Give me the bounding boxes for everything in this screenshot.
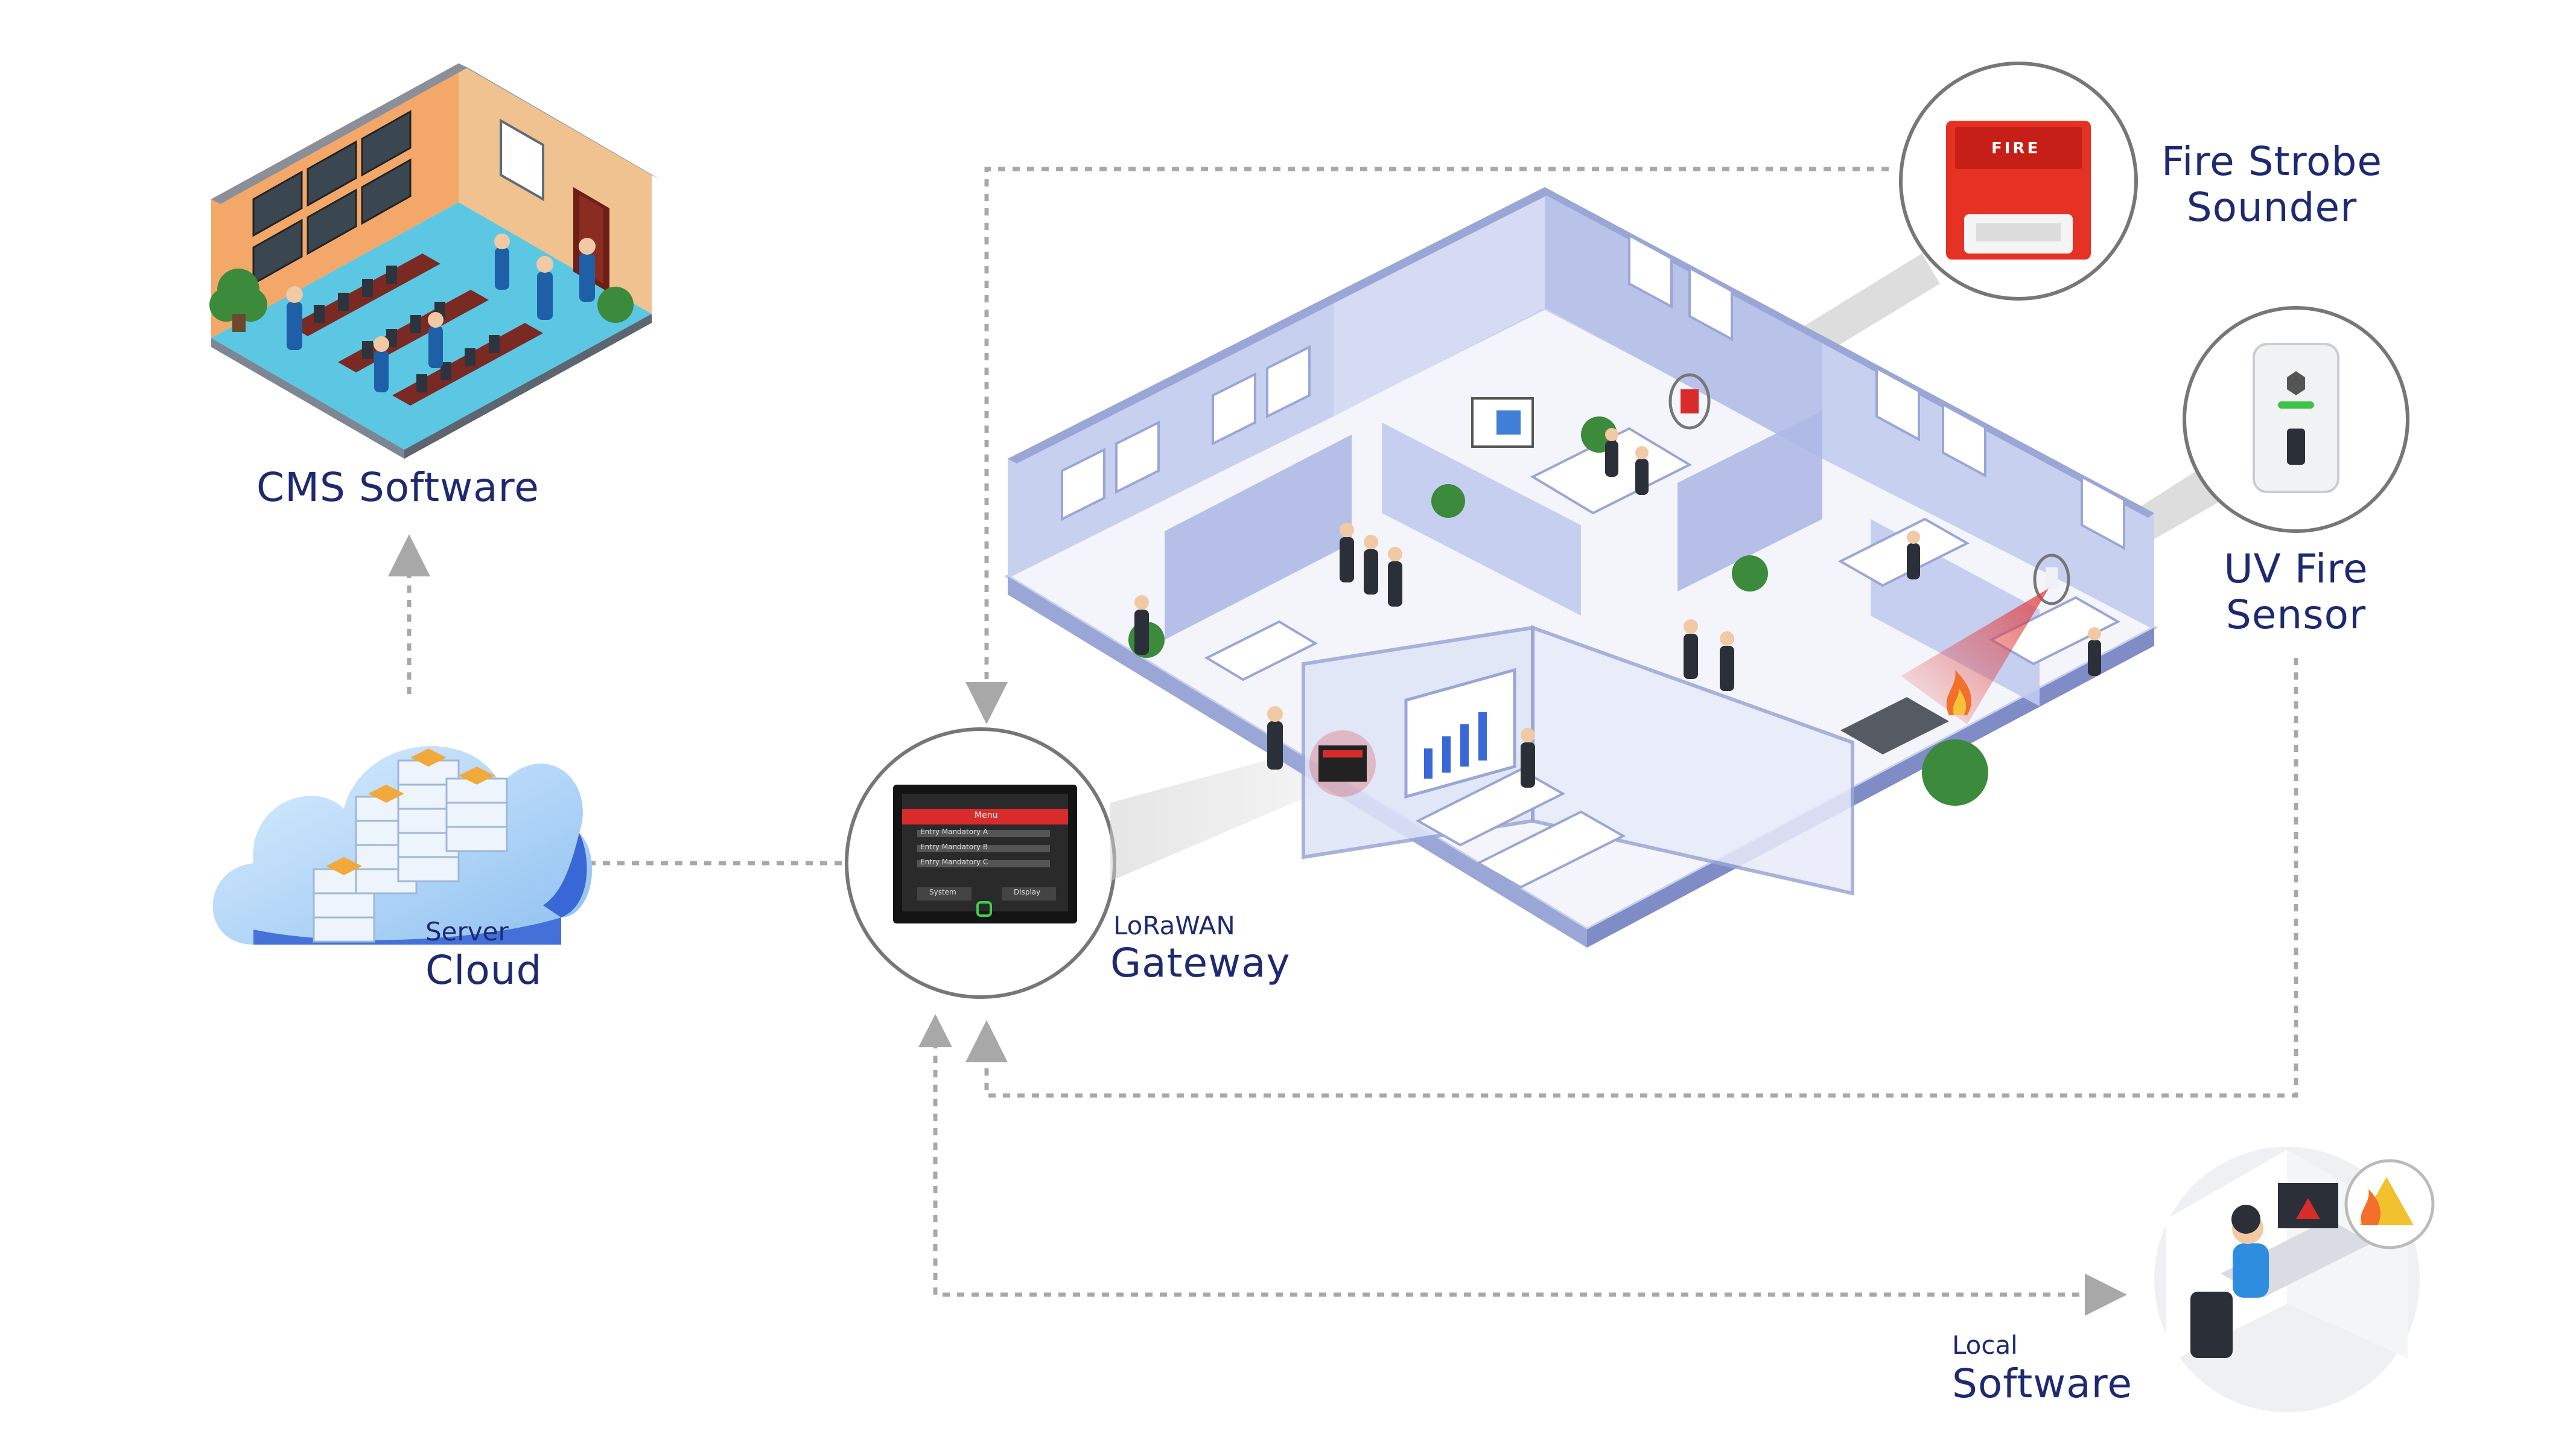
server-stacks	[313, 748, 508, 943]
strobe-badge: FIRE	[1991, 139, 2041, 158]
isometric-office-floor-illustration	[1003, 187, 2158, 948]
fire-strobe-label-line2: Sounder	[2186, 183, 2358, 231]
gateway-screen-header: Menu	[975, 811, 998, 820]
operator-workstation-illustration	[2154, 1147, 2435, 1412]
cloud-server-icon	[212, 745, 593, 945]
uv-sensor-label-line2: Sensor	[2225, 591, 2367, 638]
office-people	[1134, 428, 2101, 788]
local-caption: Local	[1952, 1330, 2018, 1360]
control-room-illustration	[209, 63, 659, 459]
local-software-label: Software	[1952, 1360, 2132, 1407]
uv-sensor-label-line1: UV Fire	[2224, 546, 2368, 592]
gateway-screen-row-3: Entry Mandatory C	[920, 858, 988, 866]
cloud-caption: Server	[425, 917, 509, 946]
arrow-head-up-left	[918, 1014, 952, 1047]
gateway-screen-row-1: Entry Mandatory A	[920, 828, 988, 836]
connector-heads	[918, 1014, 952, 1047]
connectors	[388, 167, 2298, 1316]
gateway-screen-button-system: System	[929, 888, 956, 896]
cms-software-label: CMS Software	[256, 464, 539, 511]
fire-strobe-sounder-label: Fire Strobe Sounder	[2145, 139, 2399, 231]
gateway-panel-icon	[845, 727, 1321, 999]
cloud-label: Cloud	[425, 947, 542, 993]
connector-sensor-gateway	[965, 658, 2298, 1098]
connector-strobe-gateway	[965, 167, 1889, 724]
gateway-caption: LoRaWAN	[1113, 911, 1235, 940]
uv-fire-sensor-label: UV Fire Sensor	[2184, 546, 2408, 638]
fire-strobe-label-line1: Fire Strobe	[2161, 138, 2383, 185]
connector-local-gateway	[933, 1041, 2127, 1316]
gateway-screen-row-2: Entry Mandatory B	[920, 843, 988, 851]
gateway-screen-button-display: Display	[1014, 888, 1041, 896]
gateway-label: Gateway	[1110, 940, 1291, 986]
